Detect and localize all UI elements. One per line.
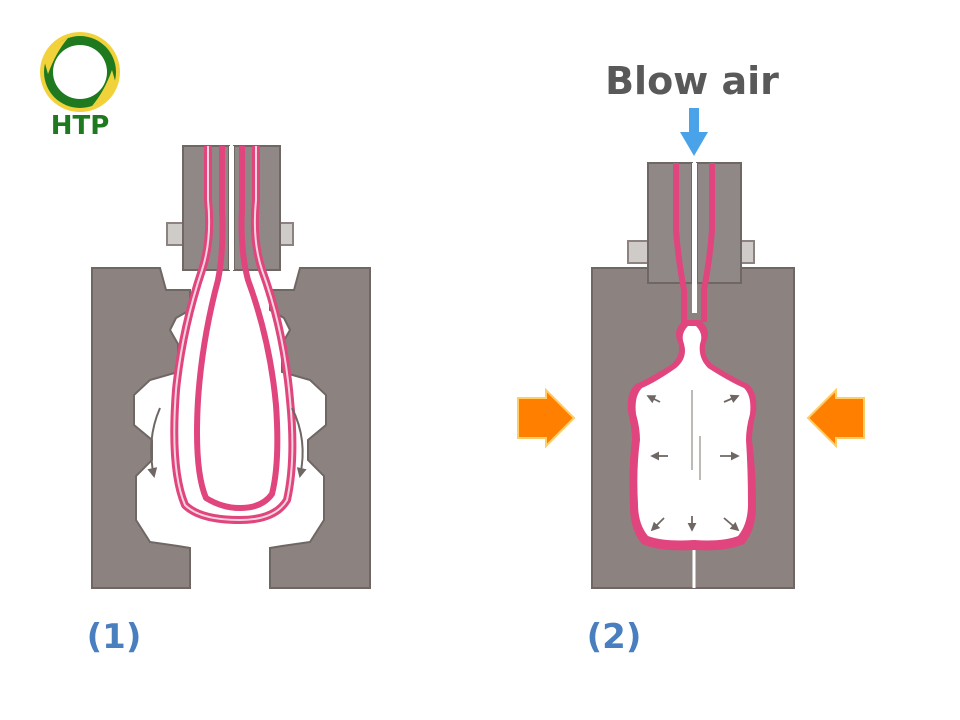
- expansion-arrows-2: [646, 390, 740, 532]
- nozzle-gap-1: [229, 146, 234, 270]
- nozzle-gap-2: [692, 163, 697, 313]
- flow-arrow-left-1: [147, 407, 161, 478]
- logo-leaf-right: [92, 70, 116, 106]
- panel-1-label: (1): [87, 617, 142, 657]
- nozzle-body-right-2: [696, 162, 742, 284]
- logo-text: HTP: [51, 111, 110, 141]
- parison-neck-right-2: [701, 163, 715, 322]
- bottle-cavity-2: [635, 326, 751, 541]
- mold-close-arrow-left: [517, 387, 576, 449]
- panel-1: (1): [87, 145, 371, 657]
- parison-1-inner: [173, 146, 294, 522]
- parison-1-inner-wall: [194, 146, 281, 511]
- panel-2: Blow air: [517, 59, 865, 657]
- panel-2-label: (2): [587, 617, 642, 657]
- mold-close-arrow-right: [806, 387, 865, 449]
- htp-logo: HTP: [40, 32, 120, 141]
- parison-neck-left-2: [673, 163, 687, 322]
- blow-air-arrow: [680, 108, 708, 156]
- mold-right-half-1: [269, 267, 371, 589]
- logo-leaf-left: [44, 38, 68, 74]
- logo-center: [53, 45, 107, 99]
- nozzle-body-left-2: [647, 162, 693, 284]
- blow-air-label: Blow air: [605, 59, 779, 103]
- flow-arrow-right-1: [291, 407, 307, 478]
